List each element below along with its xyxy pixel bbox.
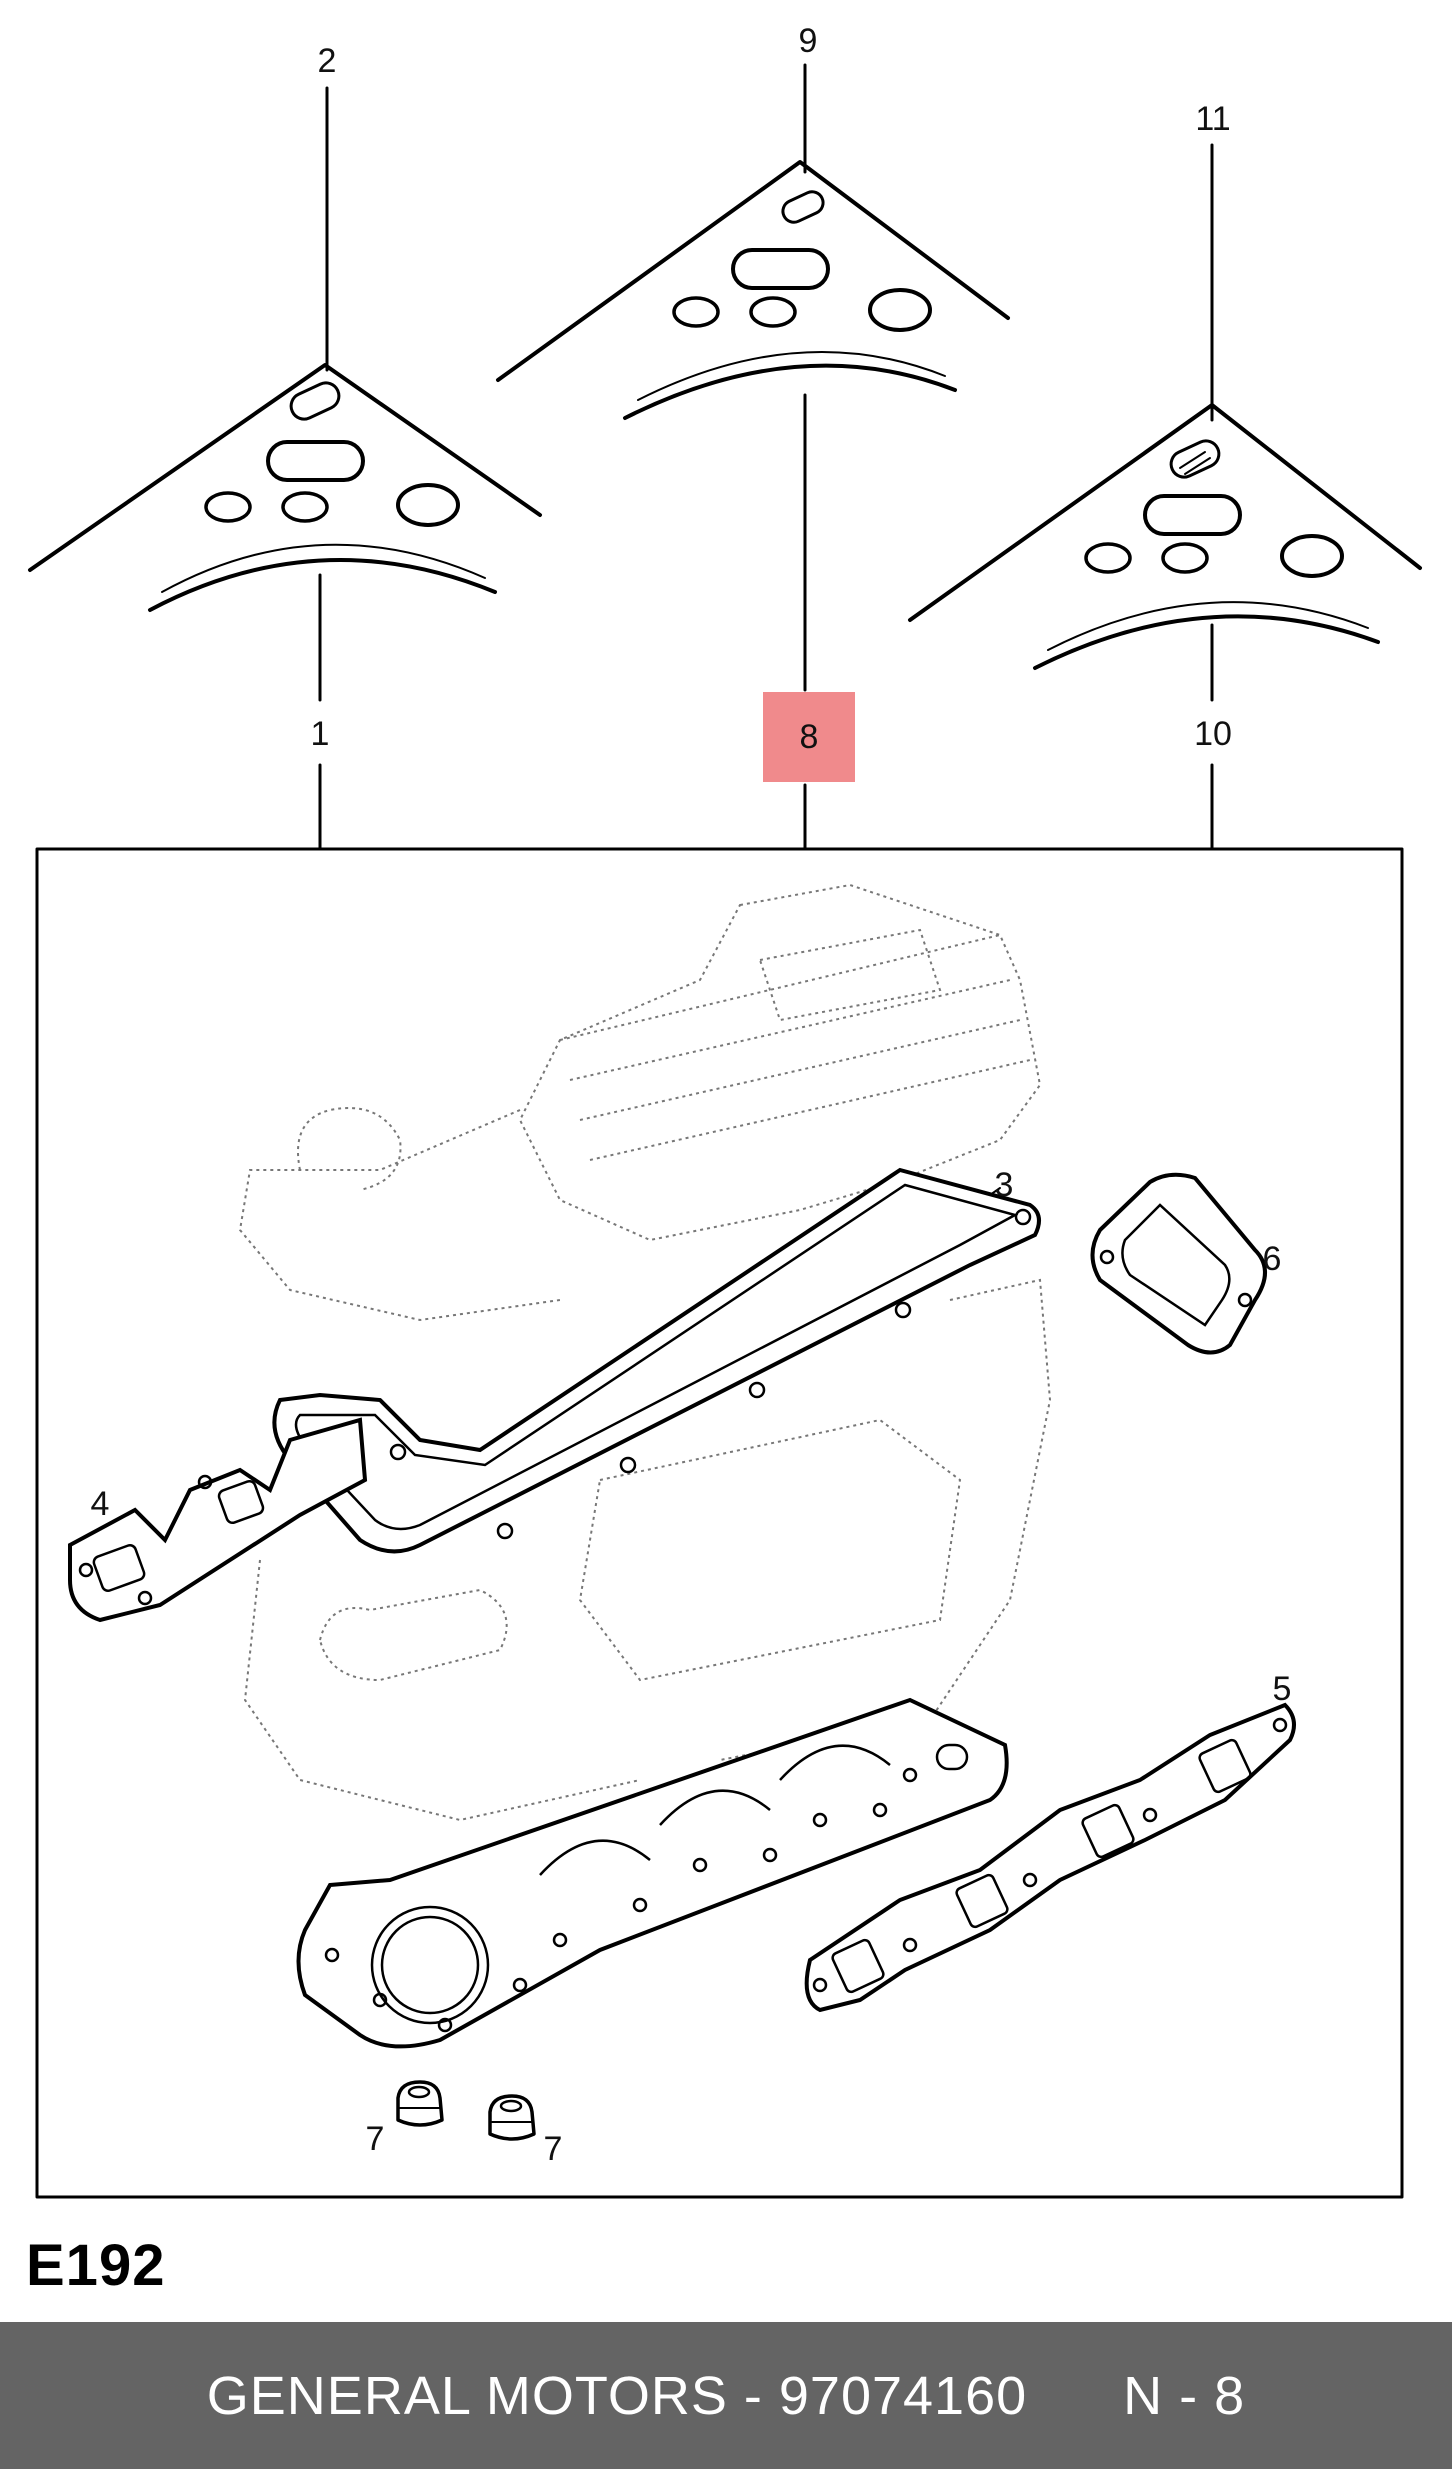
gasket-detail-left: [28, 363, 542, 612]
callout-10: 10: [1194, 715, 1232, 753]
diagram-code: E192: [26, 2233, 166, 2298]
leader-lines: [318, 63, 1214, 850]
assembly-frame: [35, 847, 1404, 2199]
footer-caption: GENERAL MOTORS - 97074160 N - 8: [207, 2365, 1245, 2427]
callout-11: 11: [1195, 100, 1230, 138]
footer-bar: GENERAL MOTORS - 97074160 N - 8: [0, 2322, 1452, 2469]
part-3-valve-cover-gasket: [272, 1167, 1041, 1554]
callout-9: 9: [799, 22, 818, 60]
callout-7b: 7: [544, 2130, 563, 2168]
caption-gap: [1027, 2366, 1123, 2426]
part-leader-ticks: [989, 1187, 1001, 1196]
callout-labels: 1 2 3 4 5 6 7 7 8 9 10 11: [91, 22, 1292, 2168]
exploded-parts-diagram: 1 2 3 4 5 6 7 7 8 9 10 11: [28, 22, 1422, 2199]
callout-8: 8: [800, 718, 819, 756]
brand-name: GENERAL MOTORS: [206, 2365, 728, 2426]
callout-1: 1: [311, 715, 330, 753]
part-6-flange-gasket: [1090, 1172, 1267, 1355]
callout-7a: 7: [366, 2120, 385, 2158]
position-label: N - 8: [1123, 2365, 1246, 2426]
callout-highlight: [763, 692, 855, 782]
callout-3: 3: [995, 1166, 1014, 1204]
caption-separator: -: [727, 2365, 779, 2426]
part-7-valve-stem-seals: [396, 2080, 536, 2141]
callout-4: 4: [91, 1485, 110, 1523]
part-number: 97074160: [778, 2365, 1028, 2426]
gasket-detail-right: [908, 403, 1422, 670]
callout-6: 6: [1263, 1240, 1282, 1278]
part-5-exhaust-manifold-gasket: [804, 1702, 1296, 2013]
callout-2: 2: [318, 42, 337, 80]
cylinder-head-gasket: [296, 1697, 1009, 2049]
part-4-intake-manifold-gasket: [68, 1417, 368, 1623]
callout-5: 5: [1273, 1670, 1292, 1708]
gasket-detail-center: [496, 160, 1010, 420]
